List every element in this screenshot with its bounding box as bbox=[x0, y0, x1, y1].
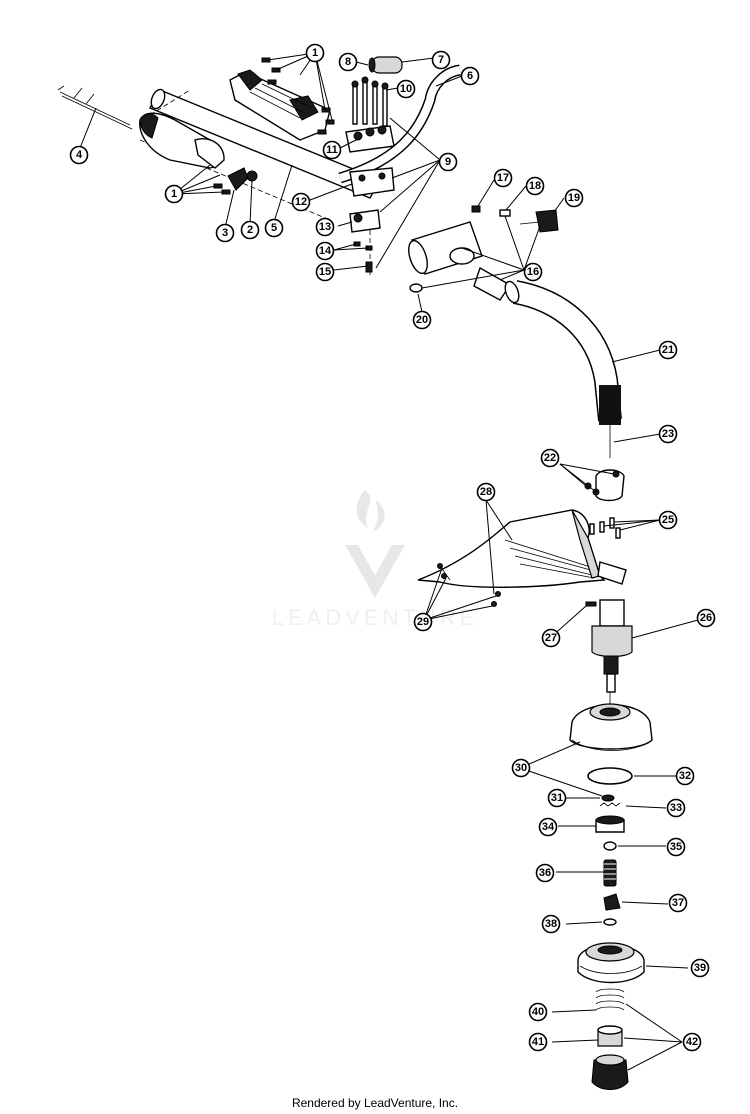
callout-5: 5 bbox=[264, 218, 284, 238]
svg-text:33: 33 bbox=[670, 802, 682, 814]
callout-18: 18 bbox=[525, 176, 545, 196]
svg-text:3: 3 bbox=[222, 227, 228, 239]
svg-text:1: 1 bbox=[312, 47, 318, 59]
svg-text:41: 41 bbox=[532, 1036, 544, 1048]
callout-35: 35 bbox=[666, 837, 686, 857]
svg-text:40: 40 bbox=[532, 1006, 544, 1018]
svg-text:16: 16 bbox=[527, 266, 539, 278]
svg-text:31: 31 bbox=[551, 792, 563, 804]
callout-12: 12 bbox=[291, 192, 311, 212]
leader-lines bbox=[79, 52, 699, 1071]
callout-4: 4 bbox=[69, 145, 89, 165]
svg-text:22: 22 bbox=[544, 452, 556, 464]
svg-text:34: 34 bbox=[542, 821, 555, 833]
callout-41: 41 bbox=[528, 1032, 548, 1052]
callout-17: 17 bbox=[493, 168, 513, 188]
callout-36: 36 bbox=[535, 863, 555, 883]
callout-2: 2 bbox=[240, 220, 260, 240]
callout-20: 20 bbox=[412, 310, 432, 330]
svg-text:14: 14 bbox=[319, 245, 332, 257]
callout-7: 7 bbox=[431, 50, 451, 70]
svg-text:1: 1 bbox=[171, 188, 177, 200]
drive-shaft-tube bbox=[504, 280, 622, 458]
callout-9: 9 bbox=[438, 152, 458, 172]
svg-text:39: 39 bbox=[694, 962, 706, 974]
svg-text:13: 13 bbox=[319, 221, 331, 233]
callout-26: 26 bbox=[696, 608, 716, 628]
callout-25: 25 bbox=[658, 510, 678, 530]
svg-text:29: 29 bbox=[417, 616, 429, 628]
svg-text:26: 26 bbox=[700, 612, 712, 624]
svg-text:12: 12 bbox=[295, 196, 307, 208]
callout-23: 23 bbox=[658, 424, 678, 444]
callout-22: 22 bbox=[540, 448, 560, 468]
callout-19: 19 bbox=[564, 188, 584, 208]
svg-text:5: 5 bbox=[271, 222, 277, 234]
watermark-text: LEADVENTURE bbox=[272, 605, 479, 630]
svg-text:36: 36 bbox=[539, 867, 551, 879]
svg-text:19: 19 bbox=[568, 192, 580, 204]
svg-text:42: 42 bbox=[686, 1036, 698, 1048]
guard-gearhead-assembly bbox=[417, 469, 633, 710]
svg-text:2: 2 bbox=[247, 224, 253, 236]
callout-32: 32 bbox=[675, 766, 695, 786]
callout-27: 27 bbox=[541, 628, 561, 648]
callout-33: 33 bbox=[666, 798, 686, 818]
svg-text:20: 20 bbox=[416, 314, 428, 326]
callout-13: 13 bbox=[315, 217, 335, 237]
trimmer-head-stack bbox=[569, 703, 653, 1090]
callout-42: 42 bbox=[682, 1032, 702, 1052]
svg-text:7: 7 bbox=[438, 54, 444, 66]
svg-text:27: 27 bbox=[545, 632, 557, 644]
svg-text:38: 38 bbox=[545, 918, 557, 930]
callout-14: 14 bbox=[315, 241, 335, 261]
svg-text:9: 9 bbox=[445, 156, 451, 168]
callout-31: 31 bbox=[547, 788, 567, 808]
upper-handle-assembly bbox=[57, 56, 559, 301]
svg-text:35: 35 bbox=[670, 841, 682, 853]
callout-6: 6 bbox=[460, 66, 480, 86]
svg-text:4: 4 bbox=[76, 149, 83, 161]
callout-37: 37 bbox=[668, 893, 688, 913]
svg-text:23: 23 bbox=[662, 428, 674, 440]
callout-39: 39 bbox=[690, 958, 710, 978]
svg-text:10: 10 bbox=[400, 83, 412, 95]
callout-21: 21 bbox=[658, 340, 678, 360]
svg-text:11: 11 bbox=[326, 144, 338, 156]
svg-text:37: 37 bbox=[672, 897, 684, 909]
callout-28: 28 bbox=[476, 482, 496, 502]
svg-text:21: 21 bbox=[662, 344, 674, 356]
svg-text:25: 25 bbox=[662, 514, 674, 526]
callout-38: 38 bbox=[541, 914, 561, 934]
svg-text:18: 18 bbox=[529, 180, 541, 192]
svg-text:32: 32 bbox=[679, 770, 691, 782]
svg-text:28: 28 bbox=[480, 486, 492, 498]
leadventure-watermark-logo: LEADVENTURE bbox=[272, 490, 479, 630]
callout-29: 29 bbox=[413, 612, 433, 632]
callout-40: 40 bbox=[528, 1002, 548, 1022]
svg-text:17: 17 bbox=[497, 172, 509, 184]
callout-30: 30 bbox=[511, 758, 531, 778]
callout-16: 16 bbox=[523, 262, 543, 282]
callout-10: 10 bbox=[396, 79, 416, 99]
callout-1: 1 bbox=[305, 43, 325, 63]
footer-credit: Rendered by LeadVenture, Inc. bbox=[291, 1096, 459, 1110]
svg-text:15: 15 bbox=[319, 266, 331, 278]
callout-34: 34 bbox=[538, 817, 558, 837]
callout-3: 3 bbox=[215, 223, 235, 243]
svg-text:6: 6 bbox=[467, 70, 473, 82]
callout-11: 11 bbox=[322, 140, 342, 160]
callout-1: 1 bbox=[164, 184, 184, 204]
callout-15: 15 bbox=[315, 262, 335, 282]
svg-text:8: 8 bbox=[345, 56, 351, 68]
callout-8: 8 bbox=[338, 52, 358, 72]
svg-text:30: 30 bbox=[515, 762, 527, 774]
